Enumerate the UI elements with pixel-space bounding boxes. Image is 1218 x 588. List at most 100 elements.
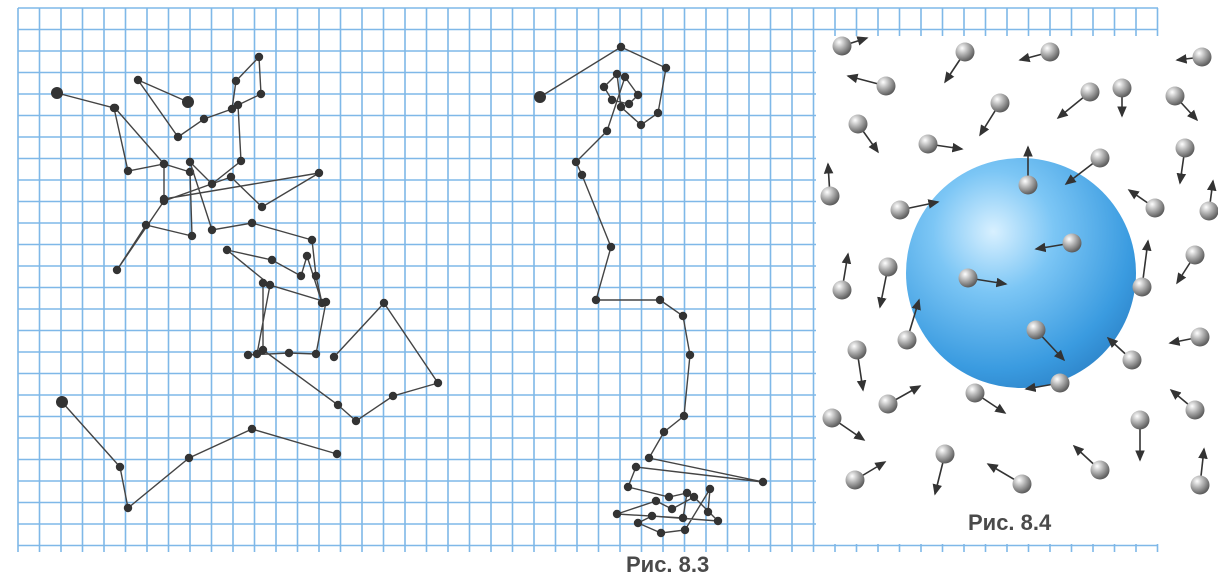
- trajectory-point: [159, 159, 169, 169]
- molecule-ball: [1190, 327, 1210, 347]
- molecule-ball: [1026, 320, 1046, 340]
- brownian-motion-paths: [51, 42, 768, 538]
- trajectory-point: [624, 99, 634, 109]
- molecule-ball: [1062, 233, 1082, 253]
- trajectory-point: [185, 157, 195, 167]
- trajectory-point: [620, 72, 630, 82]
- trajectory-point: [258, 278, 268, 288]
- trajectory-point: [612, 69, 622, 79]
- trajectory-point: [571, 157, 581, 167]
- molecule-ball: [832, 280, 852, 300]
- molecule-ball: [1130, 410, 1150, 430]
- trajectory-point: [607, 95, 617, 105]
- trajectory-point: [664, 492, 674, 502]
- molecule-ball: [1185, 400, 1205, 420]
- caption-figure-8-3: Рис. 8.3: [626, 552, 710, 577]
- trajectory-point: [680, 525, 690, 535]
- trajectory-point: [252, 349, 262, 359]
- trajectory-point: [644, 453, 654, 463]
- trajectory-point: [703, 507, 713, 517]
- molecule-ball: [878, 257, 898, 277]
- molecule-ball: [848, 114, 868, 134]
- molecule-ball: [990, 93, 1010, 113]
- trajectory-line: [56, 92, 320, 271]
- molecule-ball: [955, 42, 975, 62]
- trajectory-point: [311, 271, 321, 281]
- figure-8-4-panel: [816, 36, 1218, 544]
- trajectory-line: [61, 401, 338, 510]
- trajectory-point: [302, 251, 312, 261]
- trajectory-point: [227, 104, 237, 114]
- molecule-ball: [820, 186, 840, 206]
- molecule-ball: [1192, 47, 1212, 67]
- trajectory-point: [577, 170, 587, 180]
- trajectory-point: [254, 52, 264, 62]
- trajectory-point: [110, 103, 120, 113]
- trajectory-point: [207, 179, 217, 189]
- trajectory-point: [56, 396, 68, 408]
- trajectory-point: [182, 96, 194, 108]
- molecule-ball: [822, 408, 842, 428]
- molecule-ball: [1018, 175, 1038, 195]
- trajectory-point: [51, 87, 63, 99]
- trajectory-point: [112, 265, 122, 275]
- molecule-ball: [1165, 86, 1185, 106]
- trajectory-point: [351, 416, 361, 426]
- trajectory-point: [661, 63, 671, 73]
- trajectory-point: [433, 378, 443, 388]
- trajectory-point: [655, 295, 665, 305]
- molecule-ball: [1132, 277, 1152, 297]
- molecule-ball: [897, 330, 917, 350]
- trajectory-point: [307, 235, 317, 245]
- trajectory-point: [713, 516, 723, 526]
- trajectory-point: [311, 349, 321, 359]
- trajectory-point: [656, 528, 666, 538]
- molecule-ball: [845, 470, 865, 490]
- molecule-ball: [1185, 245, 1205, 265]
- trajectory-point: [222, 245, 232, 255]
- molecule-ball: [1040, 42, 1060, 62]
- molecule-ball: [1190, 475, 1210, 495]
- trajectory-point: [332, 449, 342, 459]
- molecule-ball: [878, 394, 898, 414]
- trajectory-point: [226, 172, 236, 182]
- molecule-ball: [965, 383, 985, 403]
- trajectory-point: [236, 156, 246, 166]
- trajectory-point: [284, 348, 294, 358]
- trajectory-point: [258, 345, 268, 355]
- molecule-ball: [958, 268, 978, 288]
- trajectory-point: [616, 102, 626, 112]
- molecule-ball: [1090, 148, 1110, 168]
- trajectory-point: [333, 400, 343, 410]
- trajectory-point: [599, 82, 609, 92]
- trajectory-point: [184, 453, 194, 463]
- trajectory-point: [602, 126, 612, 136]
- trajectory-point: [651, 496, 661, 506]
- molecule-ball: [1145, 198, 1165, 218]
- trajectory-point: [159, 194, 169, 204]
- large-sphere: [906, 158, 1136, 388]
- trajectory-point: [678, 311, 688, 321]
- trajectory-point: [233, 100, 243, 110]
- trajectory-point: [265, 280, 275, 290]
- trajectory-point: [653, 108, 663, 118]
- trajectory-point: [296, 271, 306, 281]
- trajectory-point: [314, 168, 324, 178]
- trajectory-point: [329, 352, 339, 362]
- molecule-ball: [935, 444, 955, 464]
- trajectory-point: [243, 350, 253, 360]
- trajectory-point: [616, 42, 626, 52]
- trajectory-point: [758, 477, 768, 487]
- trajectory-point: [682, 488, 692, 498]
- molecule-ball: [1122, 350, 1142, 370]
- molecule-ball: [1175, 138, 1195, 158]
- trajectory-point: [659, 427, 669, 437]
- trajectory-point: [612, 509, 622, 519]
- trajectory-point: [256, 89, 266, 99]
- trajectory-point: [631, 462, 641, 472]
- trajectory-point: [534, 91, 546, 103]
- trajectory-point: [685, 350, 695, 360]
- trajectory-point: [123, 166, 133, 176]
- trajectory-point: [247, 424, 257, 434]
- trajectory-point: [321, 297, 331, 307]
